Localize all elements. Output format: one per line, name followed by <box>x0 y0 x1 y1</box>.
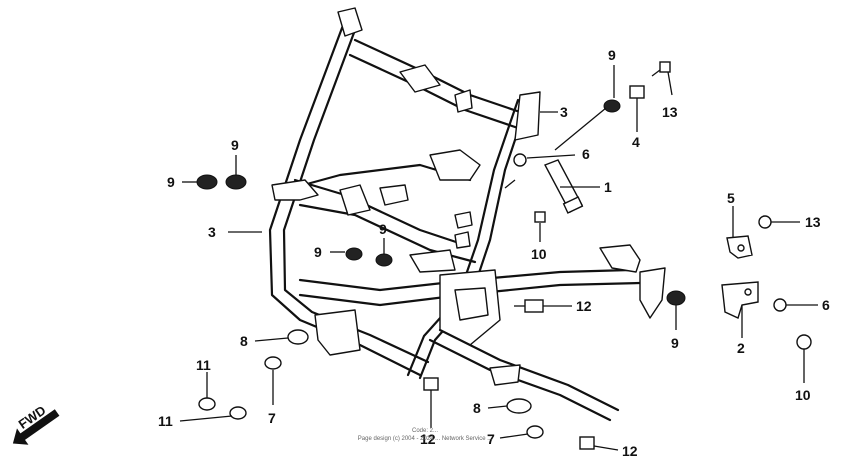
callout-12-right: 12 <box>622 443 638 459</box>
part-2-plate <box>721 281 759 319</box>
callouts: 9 13 3 4 6 1 9 9 3 10 9 9 5 13 12 9 6 2 … <box>158 47 830 459</box>
part-11-bolt-a <box>198 397 216 411</box>
callout-2: 2 <box>737 340 745 356</box>
part-6-bolt-right <box>773 298 787 312</box>
part-9-grommet-mid-b <box>375 253 393 267</box>
callout-11-b: 11 <box>158 413 173 429</box>
callout-13-right: 13 <box>805 214 821 230</box>
part-9-grommet-right <box>666 290 686 306</box>
frame-body <box>268 7 666 422</box>
callout-6-right: 6 <box>822 297 830 313</box>
part-6-nut-upper <box>513 153 527 167</box>
part-9-grommet-left-b <box>225 174 247 190</box>
callout-3-upper: 3 <box>560 104 568 120</box>
callout-4: 4 <box>632 134 640 150</box>
callout-3-left: 3 <box>208 224 216 240</box>
callout-9-mid-a: 9 <box>314 244 322 260</box>
callout-5: 5 <box>727 190 735 206</box>
part-1-bracket <box>544 159 584 214</box>
part-13-bolt-right <box>758 215 772 229</box>
callout-6-upper: 6 <box>582 146 590 162</box>
callout-8-left: 8 <box>240 333 248 349</box>
part-12-bolt-right <box>579 436 595 450</box>
part-8-collar-left <box>287 329 309 345</box>
callout-11-a: 11 <box>196 357 211 373</box>
callout-9-top: 9 <box>608 47 616 63</box>
part-5-stay <box>726 235 753 259</box>
callout-12-mid: 12 <box>576 298 592 314</box>
callout-9-right: 9 <box>671 335 679 351</box>
callout-10-right: 10 <box>795 387 811 403</box>
callout-1: 1 <box>604 179 612 195</box>
callout-7-bottom: 7 <box>487 431 495 447</box>
fwd-indicator: FWD <box>12 403 60 445</box>
footer-code: Code: 2... <box>411 428 438 434</box>
callout-7-left: 7 <box>268 410 276 426</box>
part-12-bolt-mid <box>514 299 544 313</box>
callout-12-bottom: 12 <box>420 431 436 447</box>
part-10-bolt-mid <box>534 211 546 223</box>
part-7-bolt-left <box>264 356 282 370</box>
callout-9-left-a: 9 <box>167 174 175 190</box>
leader-lines <box>179 65 818 451</box>
part-12-bolt-bottom <box>423 377 439 391</box>
fwd-arrow-icon <box>12 409 60 445</box>
callout-10-mid: 10 <box>531 246 547 262</box>
part-8-collar-bottom <box>506 398 532 414</box>
part-13-bolt-top <box>651 61 671 77</box>
callout-9-mid-b: 9 <box>379 221 387 237</box>
callout-9-left-b: 9 <box>231 137 239 153</box>
callout-8-bottom: 8 <box>473 400 481 416</box>
footer-copyright: Page design (c) 2004 - 2024 ... Network … <box>357 436 493 442</box>
part-4-collar <box>629 85 645 99</box>
part-9-grommet-left-a <box>196 174 218 190</box>
part-11-bolt-b <box>229 406 247 420</box>
part-9-grommet-top <box>603 99 621 113</box>
part-10-bolt-right <box>796 334 812 350</box>
callout-13-top: 13 <box>662 104 678 120</box>
part-9-grommet-mid-a <box>345 247 363 261</box>
part-7-bolt-bottom <box>526 425 544 439</box>
